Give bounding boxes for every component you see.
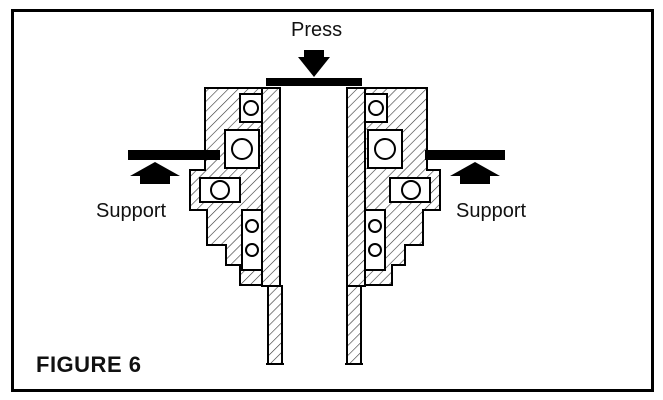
support-arrow-up-icon — [450, 162, 500, 176]
support-left-label: Support — [96, 200, 167, 222]
figure-frame — [11, 9, 654, 392]
bearings-right — [364, 93, 431, 271]
figure-caption: FIGURE 6 — [36, 352, 142, 377]
support-plate-left — [128, 150, 220, 160]
support-plate-right — [425, 150, 505, 160]
bearings-left — [199, 93, 263, 271]
press-plate — [266, 78, 362, 86]
sleeve-left — [261, 87, 281, 287]
shaft-wall-right — [346, 285, 362, 365]
sleeve-right — [346, 87, 366, 287]
support-arrow-up-icon — [130, 162, 180, 176]
shaft-wall-left — [267, 285, 283, 365]
support-right-label: Support — [456, 200, 527, 222]
press-label: Press — [291, 19, 343, 41]
press-arrow-down-icon — [298, 57, 330, 77]
